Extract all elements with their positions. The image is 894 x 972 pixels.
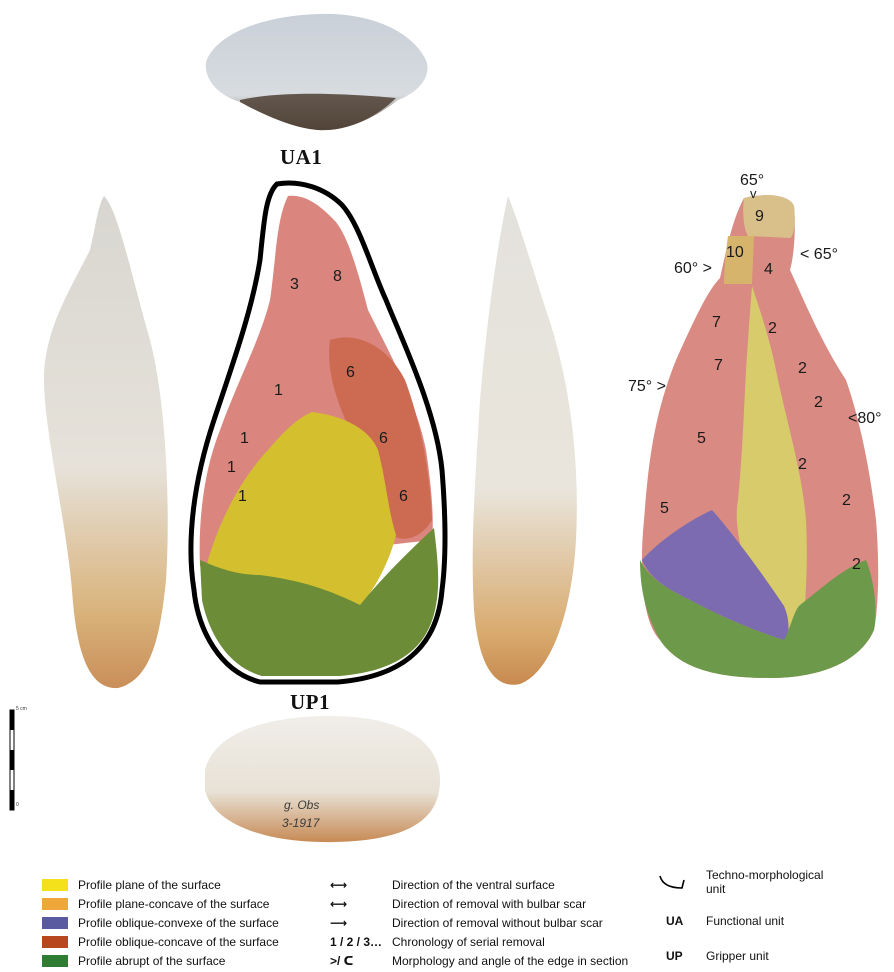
removal-number: 1 <box>238 488 247 506</box>
bottom-view-photo <box>205 716 440 842</box>
removal-number: 1 <box>227 459 236 477</box>
removal-number: 2 <box>852 556 861 574</box>
legend-symbol: >/ ᑕ <box>330 954 392 968</box>
legend-symbol: UA <box>666 914 706 928</box>
removal-number: 2 <box>798 456 807 474</box>
removal-number: 7 <box>712 314 721 332</box>
legend-item: Profile oblique-concave of the surface <box>42 933 279 951</box>
removal-number: 6 <box>399 488 408 506</box>
legend-symbol: UP <box>666 949 706 963</box>
legend-item: UA Functional unit <box>666 912 784 930</box>
legend-swatch <box>42 955 68 967</box>
legend-item: ⟶ Direction of removal without bulbar sc… <box>330 914 603 932</box>
legend-item: Profile abrupt of the surface <box>42 952 225 970</box>
legend-item: >/ ᑕ Morphology and angle of the edge in… <box>330 952 628 970</box>
removal-number: 7 <box>714 357 723 375</box>
label-up1: UP1 <box>290 690 330 715</box>
removal-number: 5 <box>697 430 706 448</box>
scale-top-label: 5 cm <box>16 706 27 712</box>
removal-number: 5 <box>660 500 669 518</box>
edge-angle-marker: v <box>750 186 757 201</box>
center-annotated-drawing <box>191 183 445 682</box>
removal-number: 6 <box>346 364 355 382</box>
removal-number: 1 <box>274 382 283 400</box>
right-profile-photo <box>473 196 577 685</box>
legend-item: Profile oblique-convexe of the surface <box>42 914 279 932</box>
scale-bottom-label: 0 <box>16 802 19 808</box>
left-profile-photo <box>44 196 168 688</box>
legend-item: UP Gripper unit <box>666 947 769 965</box>
legend: Profile plane of the surface Profile pla… <box>0 866 894 972</box>
scale-bar <box>10 710 14 810</box>
legend-item: Techno-morphological unit <box>666 868 826 898</box>
legend-item: ⟷ Direction of removal with bulbar scar <box>330 895 586 913</box>
legend-symbol: ⟷ <box>330 878 392 892</box>
edge-angle: 60° > <box>674 260 712 278</box>
removal-number: 8 <box>333 268 342 286</box>
removal-number: 3 <box>290 276 299 294</box>
legend-symbol: ⟶ <box>330 916 392 930</box>
edge-angle: <80° <box>848 410 882 428</box>
legend-swatch <box>42 936 68 948</box>
removal-number: 6 <box>379 430 388 448</box>
removal-number: 10 <box>726 244 744 262</box>
removal-number: 1 <box>240 430 249 448</box>
label-ua1: UA1 <box>280 145 322 170</box>
legend-symbol: 1 / 2 / 3… <box>330 935 392 949</box>
legend-item: 1 / 2 / 3… Chronology of serial removal <box>330 933 545 951</box>
edge-angle: < 65° <box>800 246 838 264</box>
legend-item: Profile plane-concave of the surface <box>42 895 269 913</box>
top-view-photo <box>206 14 428 130</box>
removal-number: 2 <box>842 492 851 510</box>
removal-number: 2 <box>768 320 777 338</box>
legend-swatch <box>42 917 68 929</box>
edge-angle: 75° > <box>628 378 666 396</box>
inscription-line1: g. Obs <box>284 798 319 812</box>
legend-swatch <box>42 898 68 910</box>
inscription-line2: 3-1917 <box>282 816 319 830</box>
removal-number: 4 <box>764 261 773 279</box>
removal-number: 2 <box>814 394 823 412</box>
legend-item: ⟷ Direction of the ventral surface <box>330 876 555 894</box>
removal-number: 2 <box>798 360 807 378</box>
legend-item: Profile plane of the surface <box>42 876 221 894</box>
legend-symbol: ⟷ <box>330 897 392 911</box>
removal-number: 9 <box>755 208 764 226</box>
legend-swatch <box>42 879 68 891</box>
